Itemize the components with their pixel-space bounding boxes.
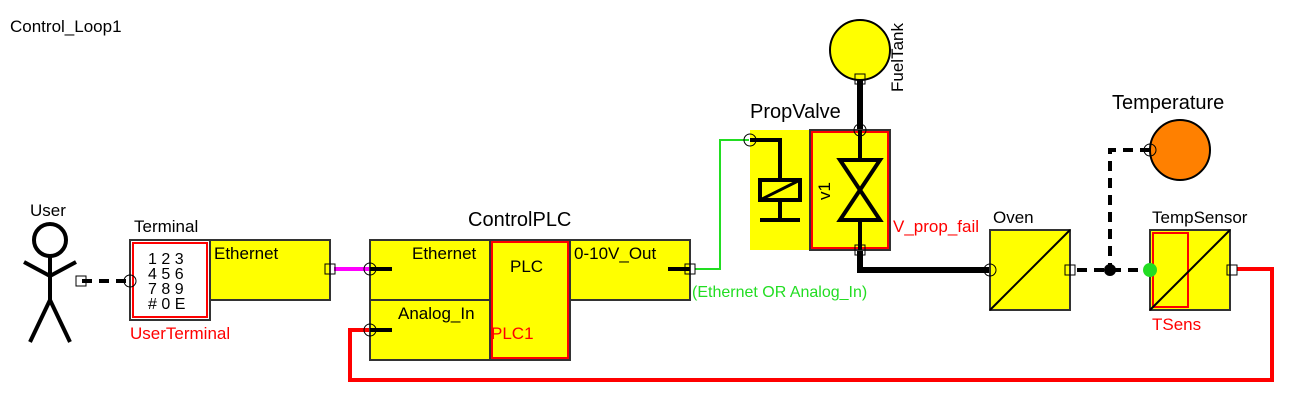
terminal-ethernet-port-block[interactable]	[209, 239, 331, 301]
plc-ethernet-label: Ethernet	[412, 244, 477, 263]
plc-condition-label: (Ethernet OR Analog_In)	[692, 284, 867, 301]
svg-text:# 0 E: # 0 E	[148, 296, 185, 313]
oven-title: Oven	[993, 208, 1034, 227]
user-label: User	[30, 201, 66, 220]
plc-core-block[interactable]	[489, 239, 571, 361]
terminal-title: Terminal	[134, 217, 198, 236]
tempsensor-title: TempSensor	[1152, 208, 1248, 227]
terminal-keypad-box	[129, 239, 211, 321]
temperature[interactable]: Temperature	[1112, 92, 1224, 181]
solenoid-icon	[750, 138, 802, 222]
stick-figure-icon	[23, 222, 77, 343]
propvalve-instance-label: V_prop_fail	[893, 217, 979, 236]
plc-output-label: 0-10V_Out	[574, 244, 656, 263]
plc-output-port[interactable]	[684, 263, 696, 275]
temperature-label: Temperature	[1112, 92, 1224, 114]
terminal-instance-outline	[132, 242, 208, 318]
link-feedback[interactable]	[348, 267, 1274, 382]
link-valve-oven-flow[interactable]	[857, 250, 990, 273]
fueltank-label: FuelTank	[888, 23, 907, 92]
fueltank-port[interactable]	[854, 73, 866, 85]
propvalve-control-port[interactable]	[743, 133, 757, 147]
propvalve-inner-label: v1	[815, 182, 834, 200]
temperature-circle	[1149, 119, 1211, 181]
plc-ethernet-port[interactable]	[363, 262, 377, 276]
fueltank[interactable]: FuelTank	[829, 19, 907, 92]
propvalve-outlet-port[interactable]	[854, 244, 866, 256]
link-analog-out[interactable]	[695, 139, 749, 270]
tempsensor-input-port[interactable]	[1143, 263, 1157, 277]
terminal-ethernet-label: Ethernet	[214, 244, 279, 263]
terminal-input-port[interactable]	[123, 274, 137, 288]
propvalve-body[interactable]	[809, 129, 891, 251]
terminal-ethernet-port[interactable]	[324, 263, 336, 275]
junction-dot	[1104, 264, 1116, 276]
plc-analog-port[interactable]	[363, 323, 377, 337]
oven-input-port[interactable]	[983, 263, 997, 277]
plc-instance-outline	[491, 241, 569, 359]
svg-text:7 8 9: 7 8 9	[148, 281, 184, 298]
plc-analog-label: Analog_In	[398, 304, 475, 323]
fueltank-circle	[829, 19, 891, 81]
tempsensor-transfer-icon	[1149, 229, 1231, 311]
diagram-title: Control_Loop1	[10, 17, 122, 36]
oven-output-port[interactable]	[1064, 264, 1076, 276]
tempsensor-instance-label: TSens	[1152, 315, 1201, 334]
tempsensor-block[interactable]: TempSensor TSens	[1143, 208, 1248, 334]
svg-text:1 2 3: 1 2 3	[148, 251, 184, 268]
controlplc-block[interactable]: ControlPLC Ethernet Analog_In PLC PLC1 0…	[363, 209, 867, 361]
tempsensor-output-port[interactable]	[1226, 264, 1238, 276]
oven-block[interactable]: Oven	[983, 208, 1076, 311]
link-temperature[interactable]	[1108, 148, 1150, 270]
svg-text:4 5 6: 4 5 6	[148, 266, 184, 283]
propvalve-title: PropValve	[750, 101, 841, 123]
terminal-instance-label: UserTerminal	[130, 324, 230, 343]
plc-instance-label: PLC1	[491, 324, 534, 343]
propvalve-inlet-port[interactable]	[853, 123, 867, 137]
temperature-port[interactable]	[1143, 143, 1157, 157]
propvalve-instance-outline	[811, 131, 889, 249]
oven-transfer-icon	[989, 229, 1071, 311]
propvalve-block[interactable]: PropValve v1 V_prop_fail	[743, 101, 979, 256]
user-actor[interactable]: User	[23, 201, 87, 343]
user-port[interactable]	[75, 275, 87, 287]
controlplc-title: ControlPLC	[468, 209, 571, 231]
plc-core-label: PLC	[510, 257, 543, 276]
keypad-icon: 1 2 3 4 5 6 7 8 9 # 0 E	[148, 251, 185, 313]
terminal-block[interactable]: Terminal 1 2 3 4 5 6 7 8 9 # 0 E Etherne…	[123, 217, 336, 343]
